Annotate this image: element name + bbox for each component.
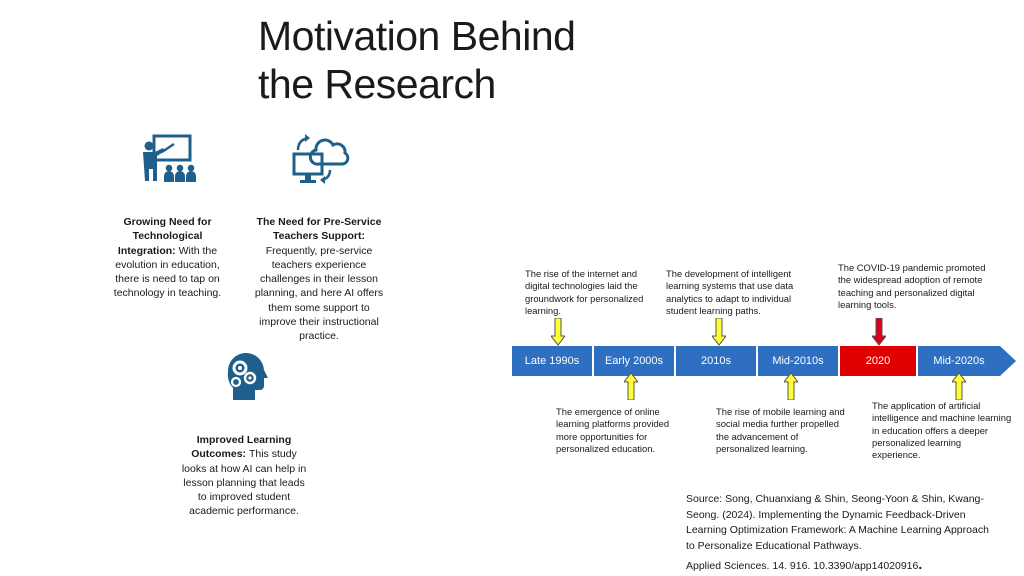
timeline-note-bottom-2: The rise of mobile learning and social m…: [716, 406, 845, 454]
title-line-1: Motivation Behind: [258, 13, 576, 59]
up-arrow-1: [624, 372, 638, 400]
source-citation-journal: Applied Sciences. 14. 916. 10.3390/app14…: [686, 556, 923, 572]
down-arrow-3-highlight: [872, 318, 886, 346]
timeline-note-top-2: The development of intelligent learning …: [666, 268, 794, 316]
card-body: With the evolution in education, there i…: [113, 244, 222, 300]
card-body: This study looks at how AI can help in l…: [181, 448, 307, 518]
card-heading: The Need for Pre-Service Teachers Suppor…: [256, 216, 382, 243]
source-citation: Source: Song, Chuanxiang & Shin, Seong-Y…: [686, 493, 989, 552]
card-body: Frequently, pre-service teachers experie…: [254, 244, 384, 343]
title-line-2: the Research: [258, 61, 496, 107]
timeline-segment: Mid-2020s: [918, 346, 1000, 376]
card-pre-service-support: The Need for Pre-Service Teachers Suppor…: [254, 215, 384, 344]
up-arrow-2: [784, 372, 798, 400]
timeline-note-top-1: The rise of the internet and digital tec…: [525, 268, 644, 316]
teacher-presentation-icon: [138, 134, 198, 184]
card-improved-outcomes: Improved Learning Outcomes: This study l…: [180, 433, 308, 519]
up-arrow-3: [952, 372, 966, 400]
timeline-segment: 2010s: [676, 346, 756, 376]
timeline-note-bottom-3: The application of artificial intelligen…: [872, 400, 1012, 461]
source-journal-text: Applied Sciences. 14. 916. 10.3390/app14…: [686, 560, 919, 572]
down-arrow-1: [551, 318, 565, 346]
slide-title: Motivation Behind the Research: [258, 12, 678, 108]
down-arrow-2: [712, 318, 726, 346]
timeline-note-bottom-1: The emergence of online learning platfor…: [556, 406, 670, 454]
timeline-segment: Late 1990s: [512, 346, 592, 376]
timeline-segment-highlight: 2020: [840, 346, 916, 376]
timeline-note-top-3: The COVID-19 pandemic promoted the wides…: [838, 262, 986, 310]
head-gears-icon: [222, 350, 268, 400]
timeline-segment: Early 2000s: [594, 346, 674, 376]
card-technological-integration: Growing Need for Technological Integrati…: [106, 215, 229, 301]
card-heading: Growing Need for Technological Integrati…: [117, 216, 212, 257]
computer-cloud-sync-icon: [290, 132, 350, 186]
timeline-arrow-tip: [1000, 346, 1016, 376]
timeline-segment: Mid-2010s: [758, 346, 838, 376]
timeline-bar: Late 1990s Early 2000s 2010s Mid-2010s 2…: [512, 346, 1016, 376]
card-heading: Improved Learning Outcomes:: [191, 434, 292, 461]
